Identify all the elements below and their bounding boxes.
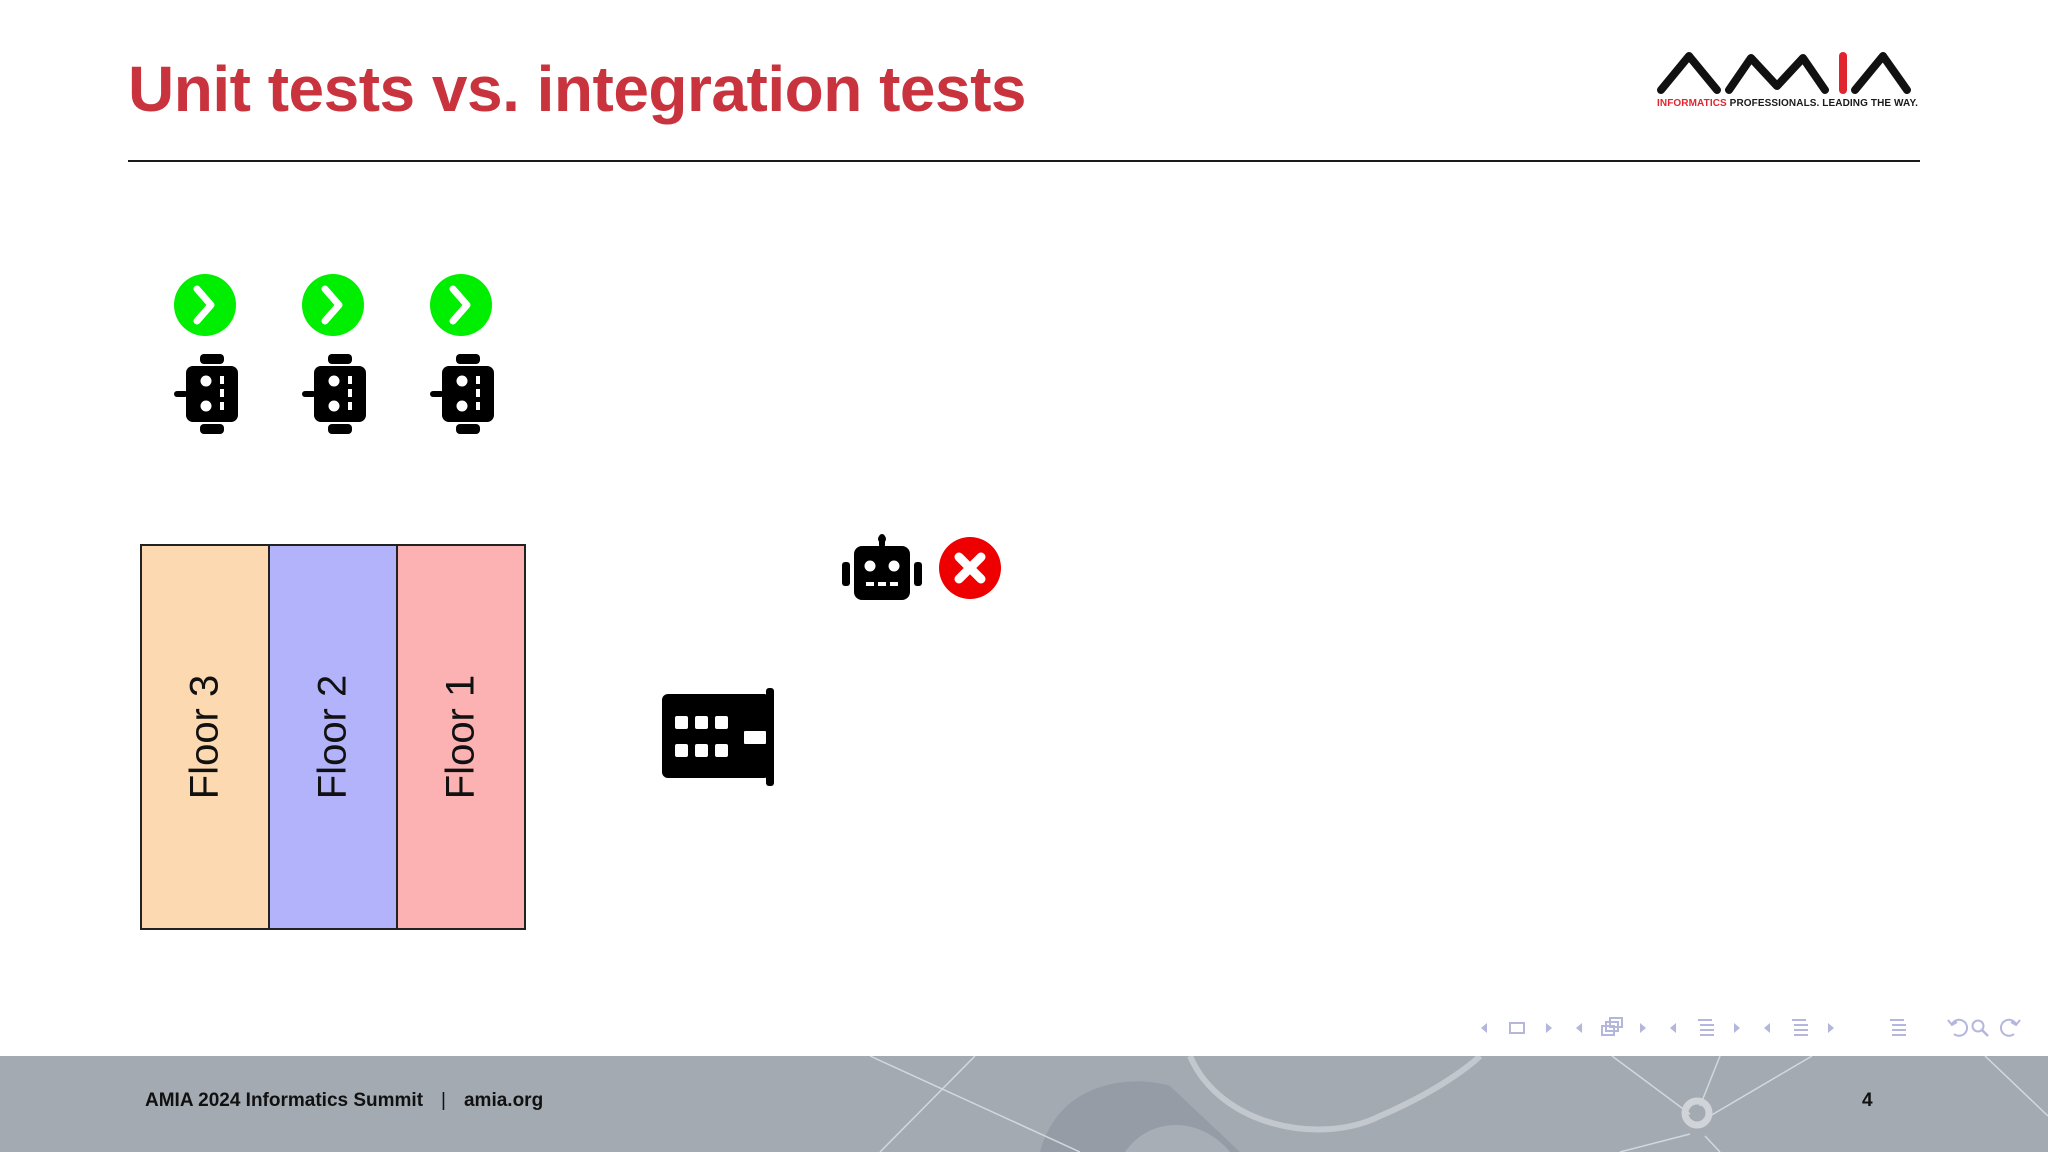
footer-bar [0, 1056, 2048, 1152]
floor-2: Floor 2 [270, 546, 398, 928]
floor-label: Floor 3 [182, 674, 227, 800]
nav-prev-frame-icon [1576, 1023, 1582, 1033]
footer-event: AMIA 2024 Informatics Summit [145, 1090, 424, 1111]
nav-next-slide-icon [1546, 1023, 1552, 1033]
floor-3: Floor 3 [142, 546, 270, 928]
robot-part-icon [430, 354, 494, 434]
robot-icon [842, 534, 922, 600]
footer-website-link[interactable]: amia.org [463, 1090, 544, 1111]
footer-decoration [869, 1056, 2048, 1152]
floors-diagram: Floor 3 Floor 2 Floor 1 [140, 544, 526, 930]
nav-next-subsection-icon [1734, 1023, 1740, 1033]
title-divider [128, 160, 1920, 162]
pass-chevron-icon [430, 274, 492, 336]
amia-logo [1657, 52, 1911, 94]
footer-text: AMIA 2024 Informatics Summit | amia.org [145, 1090, 543, 1112]
presentation-nav-controls [1481, 1017, 2021, 1037]
floor-label: Floor 2 [310, 674, 355, 800]
floor-label: Floor 1 [438, 674, 483, 800]
floor-1: Floor 1 [398, 546, 524, 928]
nav-slide-icon [1509, 1022, 1525, 1034]
nav-prev-subsection-icon [1670, 1023, 1676, 1033]
nav-prev-slide-icon [1481, 1023, 1487, 1033]
fail-x-icon [939, 537, 1001, 599]
robot-part-icon [302, 354, 366, 434]
pass-chevron-icon [302, 274, 364, 336]
nav-next-frame-icon [1640, 1023, 1646, 1033]
footer-separator: | [441, 1090, 446, 1111]
page-number: 4 [1862, 1090, 1873, 1111]
nav-prev-section-icon [1764, 1023, 1770, 1033]
building-icon [662, 688, 774, 786]
robot-part-icon [174, 354, 238, 434]
logo-tagline: INFORMATICS PROFESSIONALS. LEADING THE W… [1657, 98, 1918, 109]
nav-next-section-icon [1828, 1023, 1834, 1033]
slide-title: Unit tests vs. integration tests [128, 53, 1026, 125]
pass-chevron-icon [174, 274, 236, 336]
